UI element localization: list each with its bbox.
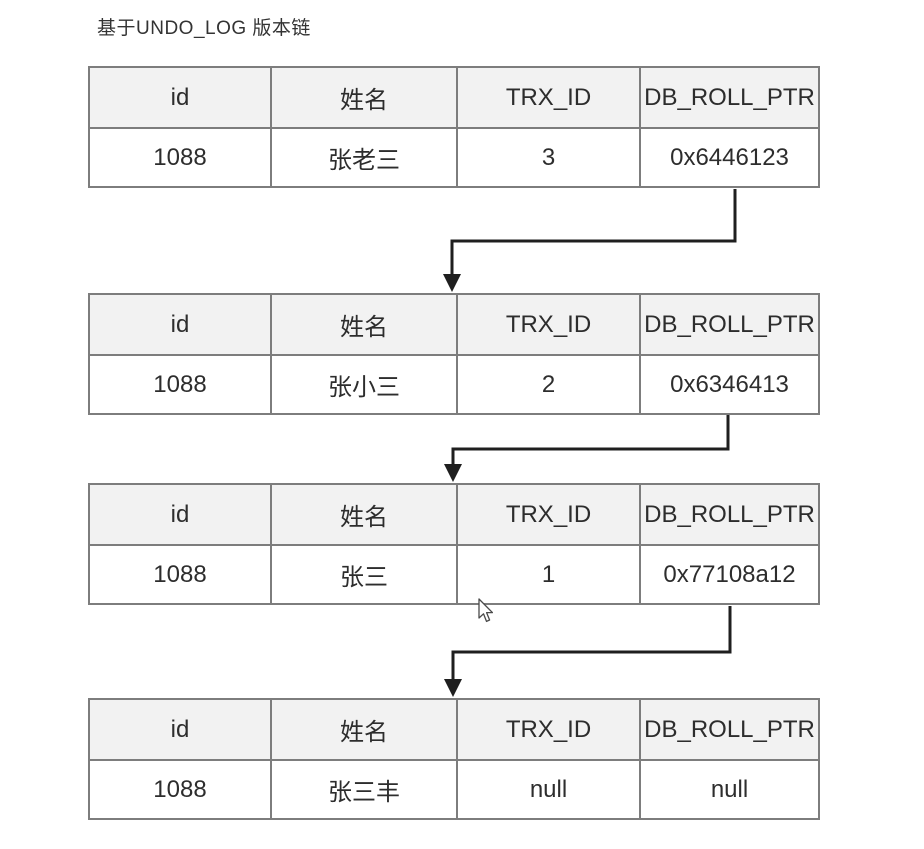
table-row: 1088 张小三 2 0x6346413 bbox=[88, 354, 820, 415]
col-header-id: id bbox=[88, 483, 272, 546]
col-header-id: id bbox=[88, 698, 272, 761]
col-header-name: 姓名 bbox=[270, 483, 458, 546]
cell-name: 张小三 bbox=[270, 354, 458, 415]
col-header-name: 姓名 bbox=[270, 66, 458, 129]
version-chain-arrow-2 bbox=[451, 415, 730, 467]
cell-id: 1088 bbox=[88, 759, 272, 820]
col-header-db-roll-ptr: DB_ROLL_PTR bbox=[639, 293, 820, 356]
table-row: 1088 张老三 3 0x6446123 bbox=[88, 127, 820, 188]
col-header-id: id bbox=[88, 66, 272, 129]
version-chain-arrow-1 bbox=[450, 189, 737, 277]
col-header-name: 姓名 bbox=[270, 293, 458, 356]
col-header-trx-id: TRX_ID bbox=[456, 483, 641, 546]
cell-trx-id: 2 bbox=[456, 354, 641, 415]
version-table-2: id 姓名 TRX_ID DB_ROLL_PTR 1088 张小三 2 0x63… bbox=[88, 293, 820, 415]
cell-db-roll-ptr: 0x6346413 bbox=[639, 354, 820, 415]
col-header-id: id bbox=[88, 293, 272, 356]
version-table-1: id 姓名 TRX_ID DB_ROLL_PTR 1088 张老三 3 0x64… bbox=[88, 66, 820, 188]
header-row: id 姓名 TRX_ID DB_ROLL_PTR bbox=[88, 483, 820, 546]
table-row: 1088 张三 1 0x77108a12 bbox=[88, 544, 820, 605]
header-row: id 姓名 TRX_ID DB_ROLL_PTR bbox=[88, 293, 820, 356]
cell-trx-id: 3 bbox=[456, 127, 641, 188]
col-header-trx-id: TRX_ID bbox=[456, 66, 641, 129]
col-header-db-roll-ptr: DB_ROLL_PTR bbox=[639, 483, 820, 546]
cell-db-roll-ptr: 0x6446123 bbox=[639, 127, 820, 188]
arrowhead-icon bbox=[444, 464, 462, 482]
col-header-trx-id: TRX_ID bbox=[456, 698, 641, 761]
page-title: 基于UNDO_LOG 版本链 bbox=[97, 18, 311, 39]
arrowhead-icon bbox=[444, 679, 462, 697]
cell-db-roll-ptr: 0x77108a12 bbox=[639, 544, 820, 605]
cell-name: 张老三 bbox=[270, 127, 458, 188]
col-header-trx-id: TRX_ID bbox=[456, 293, 641, 356]
cell-id: 1088 bbox=[88, 127, 272, 188]
cell-db-roll-ptr: null bbox=[639, 759, 820, 820]
version-table-4: id 姓名 TRX_ID DB_ROLL_PTR 1088 张三丰 null n… bbox=[88, 698, 820, 820]
cell-id: 1088 bbox=[88, 354, 272, 415]
table-row: 1088 张三丰 null null bbox=[88, 759, 820, 820]
header-row: id 姓名 TRX_ID DB_ROLL_PTR bbox=[88, 66, 820, 129]
cell-id: 1088 bbox=[88, 544, 272, 605]
arrowhead-icon bbox=[443, 274, 461, 292]
col-header-db-roll-ptr: DB_ROLL_PTR bbox=[639, 66, 820, 129]
version-chain-arrow-3 bbox=[451, 606, 732, 682]
cell-name: 张三丰 bbox=[270, 759, 458, 820]
cell-trx-id: 1 bbox=[456, 544, 641, 605]
col-header-name: 姓名 bbox=[270, 698, 458, 761]
header-row: id 姓名 TRX_ID DB_ROLL_PTR bbox=[88, 698, 820, 761]
col-header-db-roll-ptr: DB_ROLL_PTR bbox=[639, 698, 820, 761]
version-table-3: id 姓名 TRX_ID DB_ROLL_PTR 1088 张三 1 0x771… bbox=[88, 483, 820, 605]
cell-trx-id: null bbox=[456, 759, 641, 820]
cell-name: 张三 bbox=[270, 544, 458, 605]
